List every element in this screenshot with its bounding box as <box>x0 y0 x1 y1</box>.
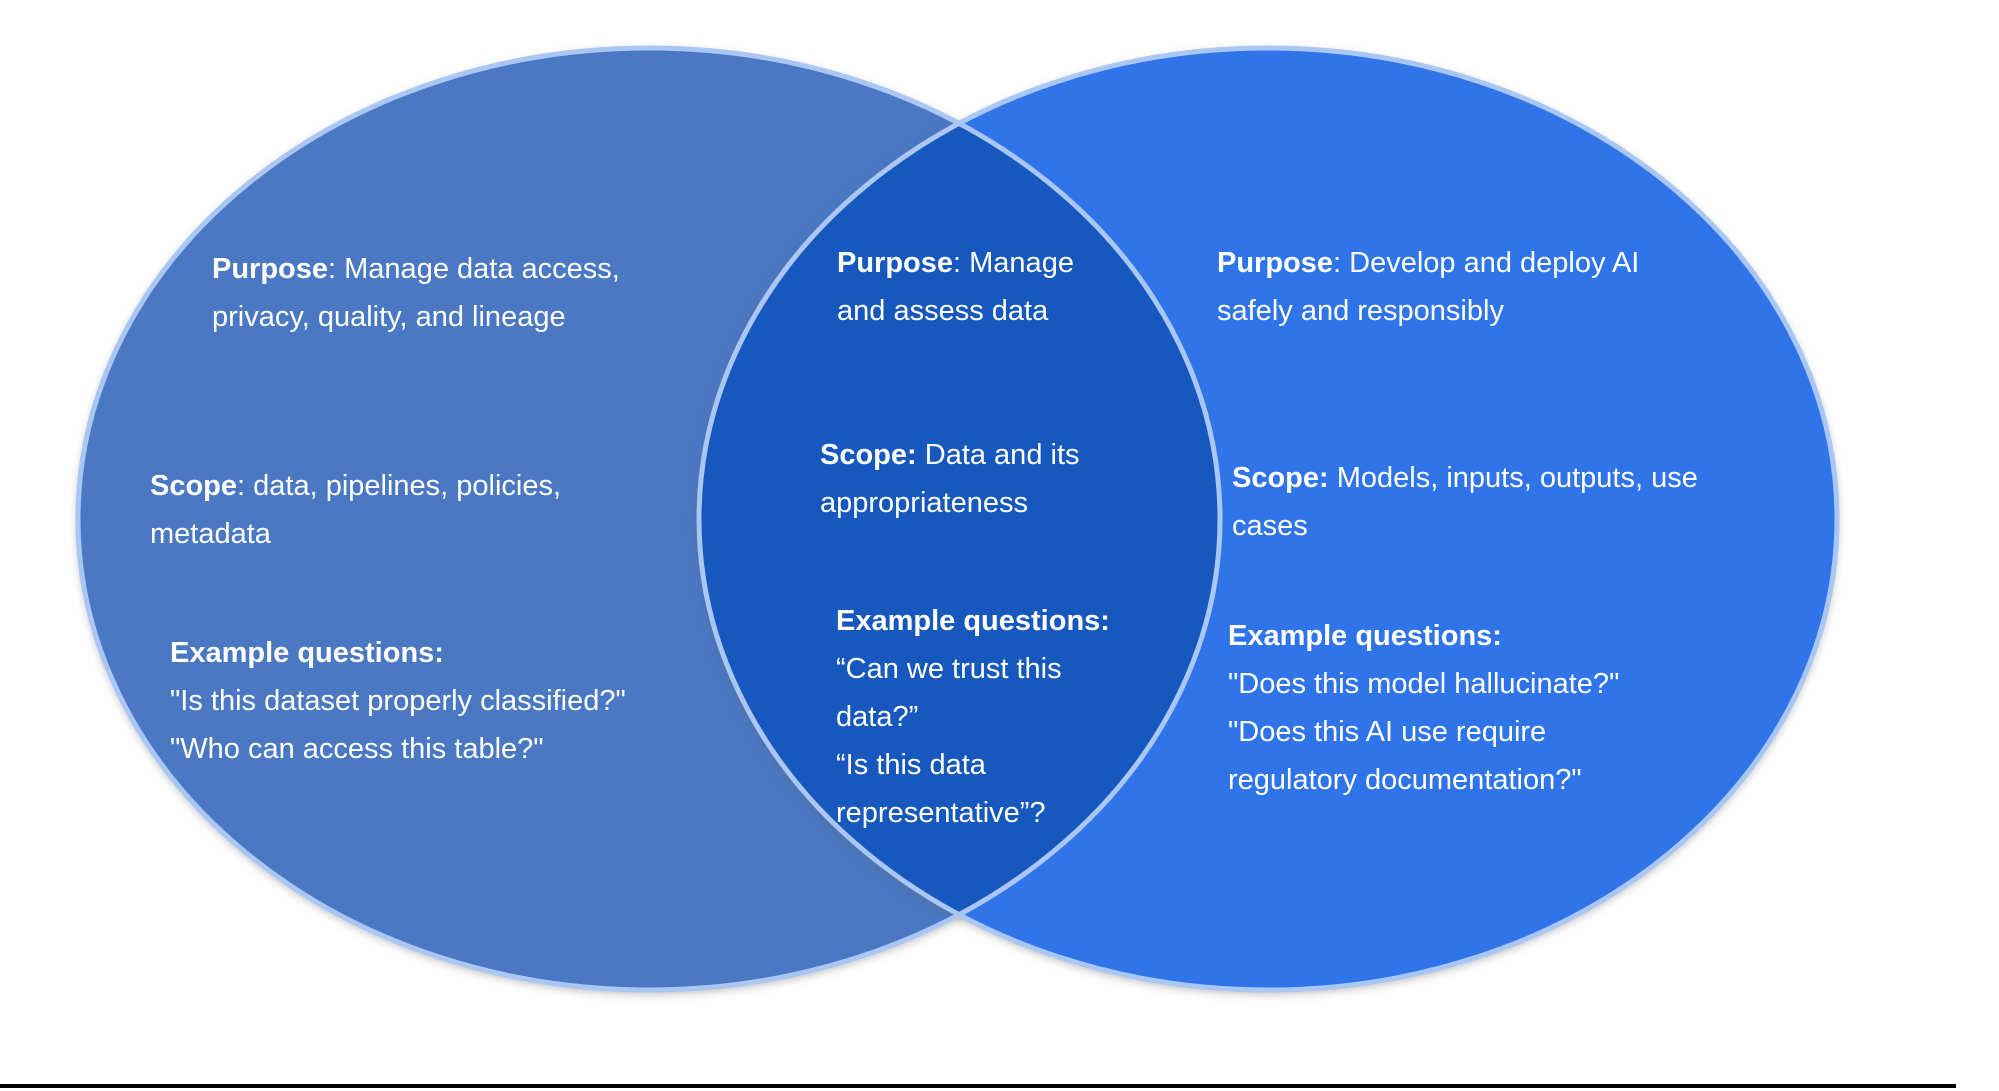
overlap-region <box>699 48 1220 990</box>
right-circle-outline <box>696 45 1840 993</box>
left-circle-outline <box>75 45 1223 993</box>
bottom-border-line <box>0 1084 1956 1088</box>
